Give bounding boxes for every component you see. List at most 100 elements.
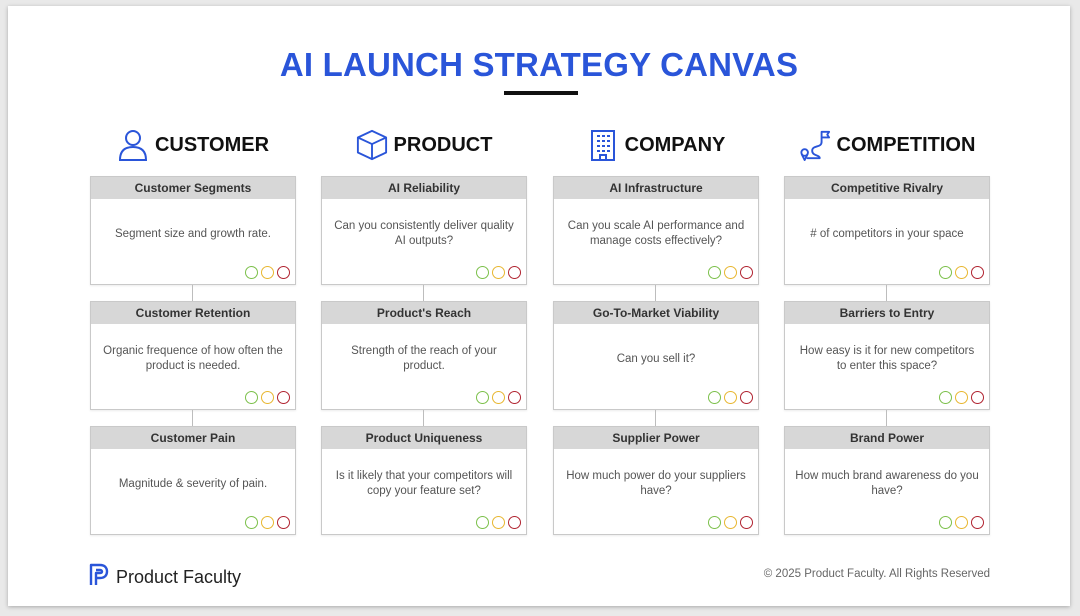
card-text: Strength of the reach of your product. bbox=[351, 345, 497, 372]
rating-dots bbox=[476, 266, 521, 279]
rating-dots bbox=[245, 391, 290, 404]
card-heading: AI Reliability bbox=[322, 177, 526, 199]
card-heading: Barriers to Entry bbox=[785, 302, 989, 324]
yellow-rating-dot[interactable] bbox=[492, 391, 505, 404]
building-icon bbox=[587, 127, 619, 163]
red-rating-dot[interactable] bbox=[740, 266, 753, 279]
yellow-rating-dot[interactable] bbox=[724, 516, 737, 529]
red-rating-dot[interactable] bbox=[740, 516, 753, 529]
card-text: # of competitors in your space bbox=[810, 227, 964, 240]
column-header: CUSTOMER bbox=[90, 120, 296, 170]
card-brand-power: Brand Power How much brand awareness do … bbox=[784, 426, 990, 535]
connector-line bbox=[886, 410, 887, 426]
rating-dots bbox=[708, 391, 753, 404]
connector-line bbox=[655, 410, 656, 426]
yellow-rating-dot[interactable] bbox=[261, 266, 274, 279]
card-customer-pain: Customer Pain Magnitude & severity of pa… bbox=[90, 426, 296, 535]
column-title: CUSTOMER bbox=[154, 133, 270, 156]
red-rating-dot[interactable] bbox=[971, 391, 984, 404]
red-rating-dot[interactable] bbox=[508, 266, 521, 279]
page-title: AI LAUNCH STRATEGY CANVAS bbox=[279, 46, 799, 83]
rating-dots bbox=[245, 516, 290, 529]
column-company: COMPANY AI Infrastructure Can you scale … bbox=[553, 120, 759, 535]
rating-dots bbox=[708, 266, 753, 279]
red-rating-dot[interactable] bbox=[508, 391, 521, 404]
green-rating-dot[interactable] bbox=[708, 266, 721, 279]
column-competition: COMPETITION Competitive Rivalry # of com… bbox=[784, 120, 990, 535]
red-rating-dot[interactable] bbox=[508, 516, 521, 529]
column-title: COMPANY bbox=[624, 133, 726, 156]
yellow-rating-dot[interactable] bbox=[955, 266, 968, 279]
connector-line bbox=[192, 285, 193, 301]
card-ai-reliability: AI Reliability Can you consistently deli… bbox=[321, 176, 527, 285]
green-rating-dot[interactable] bbox=[708, 391, 721, 404]
rating-dots bbox=[245, 266, 290, 279]
green-rating-dot[interactable] bbox=[245, 391, 258, 404]
connector-line bbox=[655, 285, 656, 301]
rating-dots bbox=[939, 391, 984, 404]
brand-name: Product Faculty bbox=[116, 567, 242, 587]
green-rating-dot[interactable] bbox=[939, 516, 952, 529]
card-heading: Customer Retention bbox=[91, 302, 295, 324]
title-underline bbox=[504, 91, 578, 95]
product-faculty-logo-icon bbox=[88, 563, 110, 592]
card-heading: Product's Reach bbox=[322, 302, 526, 324]
column-title: PRODUCT bbox=[393, 133, 493, 156]
card-text: Can you sell it? bbox=[616, 352, 696, 365]
rating-dots bbox=[708, 516, 753, 529]
yellow-rating-dot[interactable] bbox=[724, 391, 737, 404]
card-text: How easy is it for new competitors to en… bbox=[799, 345, 975, 372]
canvas-slide: AI LAUNCH STRATEGY CANVAS CUSTOMER Custo… bbox=[8, 6, 1070, 606]
card-products-reach: Product's Reach Strength of the reach of… bbox=[321, 301, 527, 410]
rating-dots bbox=[939, 266, 984, 279]
column-product: PRODUCT AI Reliability Can you consisten… bbox=[321, 120, 527, 535]
card-heading: Customer Pain bbox=[91, 427, 295, 449]
footer-brand: Product Faculty bbox=[88, 563, 241, 592]
green-rating-dot[interactable] bbox=[939, 391, 952, 404]
card-ai-infrastructure: AI Infrastructure Can you scale AI perfo… bbox=[553, 176, 759, 285]
copyright-text: © 2025 Product Faculty. All Rights Reser… bbox=[763, 568, 990, 580]
card-text: Is it likely that your competitors will … bbox=[335, 470, 513, 497]
red-rating-dot[interactable] bbox=[277, 391, 290, 404]
green-rating-dot[interactable] bbox=[708, 516, 721, 529]
card-heading: AI Infrastructure bbox=[554, 177, 758, 199]
card-customer-segments: Customer Segments Segment size and growt… bbox=[90, 176, 296, 285]
yellow-rating-dot[interactable] bbox=[492, 516, 505, 529]
card-text: Magnitude & severity of pain. bbox=[118, 477, 268, 490]
red-rating-dot[interactable] bbox=[971, 266, 984, 279]
card-customer-retention: Customer Retention Organic frequence of … bbox=[90, 301, 296, 410]
green-rating-dot[interactable] bbox=[245, 516, 258, 529]
red-rating-dot[interactable] bbox=[740, 391, 753, 404]
column-header: COMPANY bbox=[553, 120, 759, 170]
red-rating-dot[interactable] bbox=[971, 516, 984, 529]
connector-line bbox=[423, 410, 424, 426]
route-flag-icon bbox=[799, 127, 831, 163]
green-rating-dot[interactable] bbox=[245, 266, 258, 279]
yellow-rating-dot[interactable] bbox=[955, 516, 968, 529]
yellow-rating-dot[interactable] bbox=[724, 266, 737, 279]
rating-dots bbox=[939, 516, 984, 529]
card-go-to-market-viability: Go-To-Market Viability Can you sell it? bbox=[553, 301, 759, 410]
rating-dots bbox=[476, 391, 521, 404]
card-heading: Go-To-Market Viability bbox=[554, 302, 758, 324]
yellow-rating-dot[interactable] bbox=[492, 266, 505, 279]
green-rating-dot[interactable] bbox=[476, 516, 489, 529]
red-rating-dot[interactable] bbox=[277, 266, 290, 279]
green-rating-dot[interactable] bbox=[476, 266, 489, 279]
card-text: How much brand awareness do you have? bbox=[795, 470, 979, 497]
yellow-rating-dot[interactable] bbox=[261, 516, 274, 529]
green-rating-dot[interactable] bbox=[476, 391, 489, 404]
column-header: PRODUCT bbox=[321, 120, 527, 170]
yellow-rating-dot[interactable] bbox=[261, 391, 274, 404]
card-heading: Customer Segments bbox=[91, 177, 295, 199]
card-text: Can you scale AI performance and manage … bbox=[567, 220, 745, 247]
card-barriers-to-entry: Barriers to Entry How easy is it for new… bbox=[784, 301, 990, 410]
green-rating-dot[interactable] bbox=[939, 266, 952, 279]
card-product-uniqueness: Product Uniqueness Is it likely that you… bbox=[321, 426, 527, 535]
column-customer: CUSTOMER Customer Segments Segment size … bbox=[90, 120, 296, 535]
yellow-rating-dot[interactable] bbox=[955, 391, 968, 404]
person-icon bbox=[117, 127, 149, 163]
connector-line bbox=[192, 410, 193, 426]
cube-icon bbox=[356, 127, 388, 163]
red-rating-dot[interactable] bbox=[277, 516, 290, 529]
